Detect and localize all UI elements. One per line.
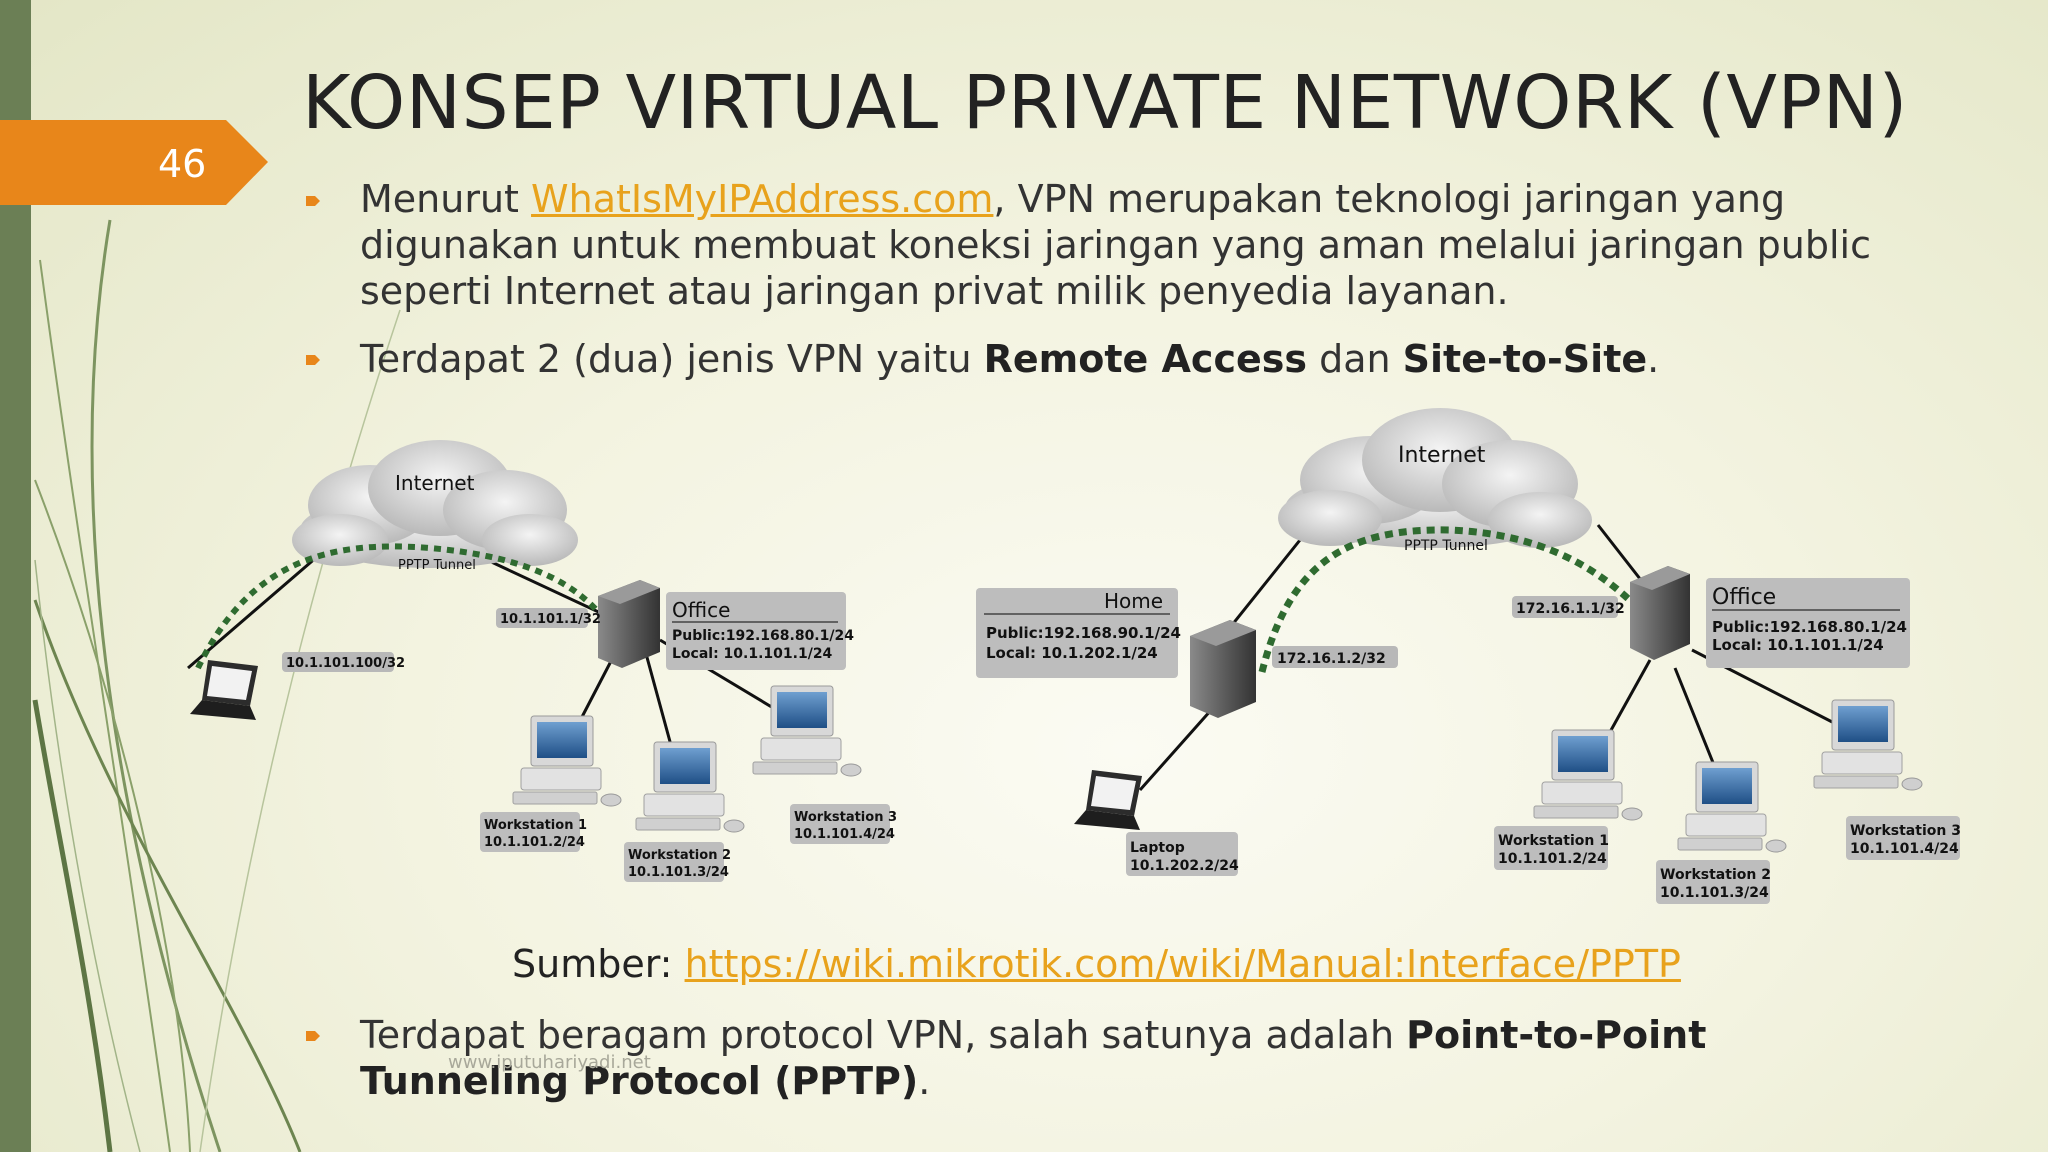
bullet-pptp: Terdapat beragam protocol VPN, salah sat… [360,1012,1920,1104]
site-to-site-term: Site-to-Site [1402,337,1648,381]
left-office-local: Local: 10.1.101.1/24 [672,646,833,662]
whatismyipaddress-link[interactable]: WhatIsMyIPAddress.com [531,177,994,221]
pptp-term: Point-to-Point Tunneling Protocol (PPTP) [360,1013,1707,1103]
left-ws1-name: Workstation 1 [484,818,587,833]
right-tunnel-label: PPTP Tunnel [1404,538,1488,554]
left-tunnel-label: PPTP Tunnel [398,558,476,573]
router-icon [1630,566,1690,660]
workstation-icon [1533,729,1643,821]
router-icon [1190,620,1256,718]
right-ws1-ip: 10.1.101.2/24 [1498,851,1607,867]
source-citation: Sumber: https://wiki.mikrotik.com/wiki/M… [512,942,1681,986]
bullet-vpn-types-suffix: . [1647,337,1660,381]
right-laptop-name: Laptop [1130,840,1185,856]
decorative-leaf-lines [32,219,401,1152]
workstation-icon [635,741,745,833]
right-ws1-name: Workstation 1 [1498,833,1609,849]
page-number: 46 [158,142,207,186]
right-ws3-ip: 10.1.101.4/24 [1850,841,1959,857]
right-ws3-name: Workstation 3 [1850,823,1961,839]
slide-title: KONSEP VIRTUAL PRIVATE NETWORK (VPN) [302,60,1908,146]
pptp-tunnel-path [1258,526,1643,673]
source-label: Sumber: [512,942,685,986]
bullet-vpn-types-middle: dan [1307,337,1403,381]
right-home-public: Public:192.168.90.1/24 [986,624,1181,642]
remote-access-diagram: Internet PPTP Tunnel 10.1.101.100/32 10.… [187,440,897,882]
workstation-icon [1677,761,1787,853]
mikrotik-wiki-link[interactable]: https://wiki.mikrotik.com/wiki/Manual:In… [684,942,1681,986]
bullet-arrow-icon [306,196,320,206]
laptop-icon [1074,770,1142,830]
right-home-local: Local: 10.1.202.1/24 [986,644,1158,662]
bullet-pptp-suffix: . [918,1059,931,1103]
left-cloud-label: Internet [395,471,475,495]
remote-access-term: Remote Access [983,337,1307,381]
bullet-definition: Menurut WhatIsMyIPAddress.com, VPN merup… [360,176,1920,314]
right-home-name: Home [1104,589,1163,613]
internet-cloud-icon [292,440,578,568]
bullet-arrow-icon [306,355,320,365]
workstation-icon [1813,699,1923,791]
left-ws3-name: Workstation 3 [794,810,897,825]
left-ws1-ip: 10.1.101.2/24 [484,835,585,850]
workstation-icon [512,715,622,807]
right-home-tunnel-ip: 172.16.1.2/32 [1277,651,1386,667]
left-ws2-ip: 10.1.101.3/24 [628,865,729,880]
right-ws2-name: Workstation 2 [1660,867,1771,883]
bullet-vpn-types: Terdapat 2 (dua) jenis VPN yaitu Remote … [360,336,1920,382]
bullet-vpn-types-prefix: Terdapat 2 (dua) jenis VPN yaitu [360,337,984,381]
router-icon [598,580,660,668]
right-cloud-label: Internet [1398,443,1486,468]
right-laptop-ip: 10.1.202.2/24 [1130,858,1239,874]
pptp-tunnel-path [195,543,615,670]
right-ws2-ip: 10.1.101.3/24 [1660,885,1769,901]
bullet-arrow-icon [306,1031,320,1041]
bullet-definition-prefix: Menurut [360,177,532,221]
bullet-pptp-prefix: Terdapat beragam protocol VPN, salah sat… [360,1013,1407,1057]
right-office-tunnel-ip: 172.16.1.1/32 [1516,601,1625,617]
left-office-name: Office [672,598,730,622]
right-office-name: Office [1712,585,1776,610]
left-laptop-ip: 10.1.101.100/32 [286,656,405,671]
left-office-tunnel-ip: 10.1.101.1/32 [500,612,601,627]
watermark: www.iputuhariyadi.net [448,1052,651,1073]
bullet-definition-text: , VPN merupakan teknologi jaringan yang … [360,177,1871,313]
left-ws3-ip: 10.1.101.4/24 [794,827,895,842]
site-to-site-diagram: Internet PPTP Tunnel Home Public:192.168… [976,408,1961,904]
right-office-public: Public:192.168.80.1/24 [1712,618,1907,636]
left-ws2-name: Workstation 2 [628,848,731,863]
left-office-public: Public:192.168.80.1/24 [672,628,854,644]
internet-cloud-icon [1278,408,1592,548]
workstation-icon [752,685,862,777]
page-number-tab [0,120,268,205]
right-office-local: Local: 10.1.101.1/24 [1712,636,1884,654]
